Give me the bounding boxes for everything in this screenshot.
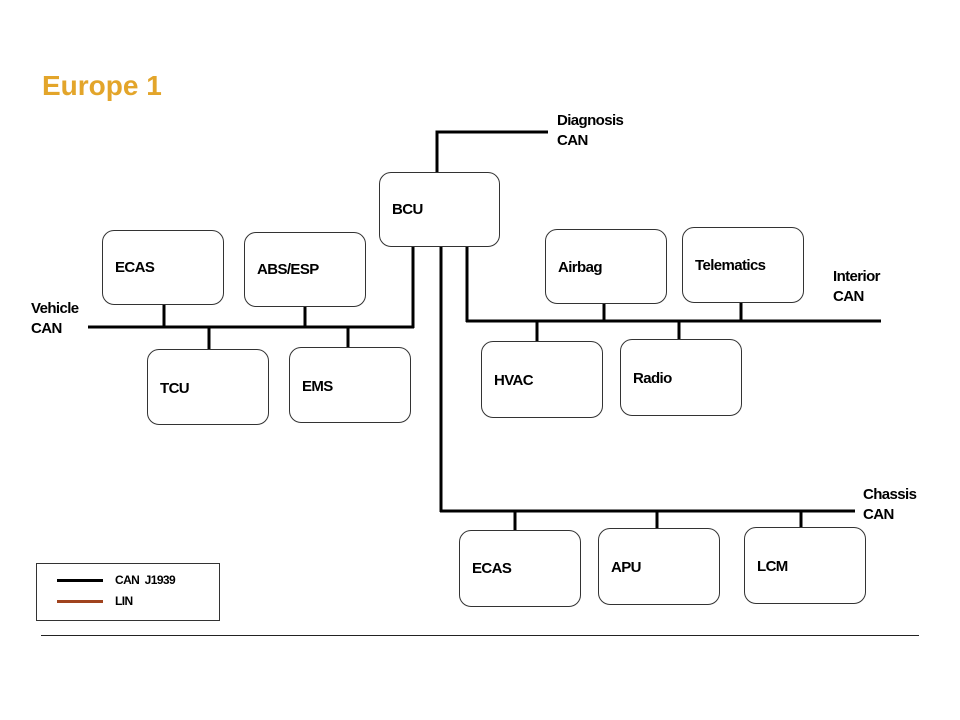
vehicle-can-label-line1: Vehicle [31,300,79,317]
legend-label: LIN [115,594,133,608]
can-line-swatch-icon [57,578,103,582]
node-apu[interactable]: APU [598,528,720,605]
node-bcu[interactable]: BCU [379,172,500,247]
node-tcu[interactable]: TCU [147,349,269,425]
node-label: TCU [160,380,190,397]
node-label: Airbag [558,259,603,276]
chassis-can-label-line2: CAN [863,506,894,523]
diagnosis-can-line [435,130,548,172]
legend: CAN J1939 LIN [36,563,220,621]
node-airbag[interactable]: Airbag [545,229,667,304]
node-hvac[interactable]: HVAC [481,341,603,418]
chassis-can-label-line1: Chassis [863,486,917,503]
node-label: Radio [633,370,672,387]
node-label: LCM [757,558,788,575]
node-ecas-chassis[interactable]: ECAS [459,530,581,607]
node-radio[interactable]: Radio [620,339,742,416]
vehicle-can-label-line2: CAN [31,320,62,337]
node-abs-esp[interactable]: ABS/ESP [244,232,366,307]
diagnosis-can-label-line2: CAN [557,132,588,149]
footer-divider [41,635,919,636]
node-telematics[interactable]: Telematics [682,227,804,303]
node-ems[interactable]: EMS [289,347,411,423]
node-label: APU [611,559,641,576]
diagnosis-can-label: Diagnosis CAN [557,111,624,151]
legend-label: CAN J1939 [115,573,176,587]
vehicle-can-label: Vehicle CAN [31,299,79,339]
chassis-can-label: Chassis CAN [863,485,917,525]
node-label: ECAS [472,560,512,577]
legend-item-can: CAN J1939 [57,573,176,587]
interior-can-label: Interior CAN [833,267,880,307]
node-ecas-vehicle[interactable]: ECAS [102,230,224,305]
page-title: Europe 1 [42,70,162,101]
node-label: EMS [302,378,333,395]
node-label: HVAC [494,372,534,389]
interior-can-label-line1: Interior [833,268,880,285]
node-label: ECAS [115,259,155,276]
node-label: ABS/ESP [257,261,319,278]
lin-line-swatch-icon [57,599,103,603]
diagnosis-can-label-line1: Diagnosis [557,112,624,129]
node-lcm[interactable]: LCM [744,527,866,604]
legend-item-lin: LIN [57,594,133,608]
node-label: BCU [392,201,423,218]
node-label: Telematics [695,257,766,274]
interior-can-label-line2: CAN [833,288,864,305]
